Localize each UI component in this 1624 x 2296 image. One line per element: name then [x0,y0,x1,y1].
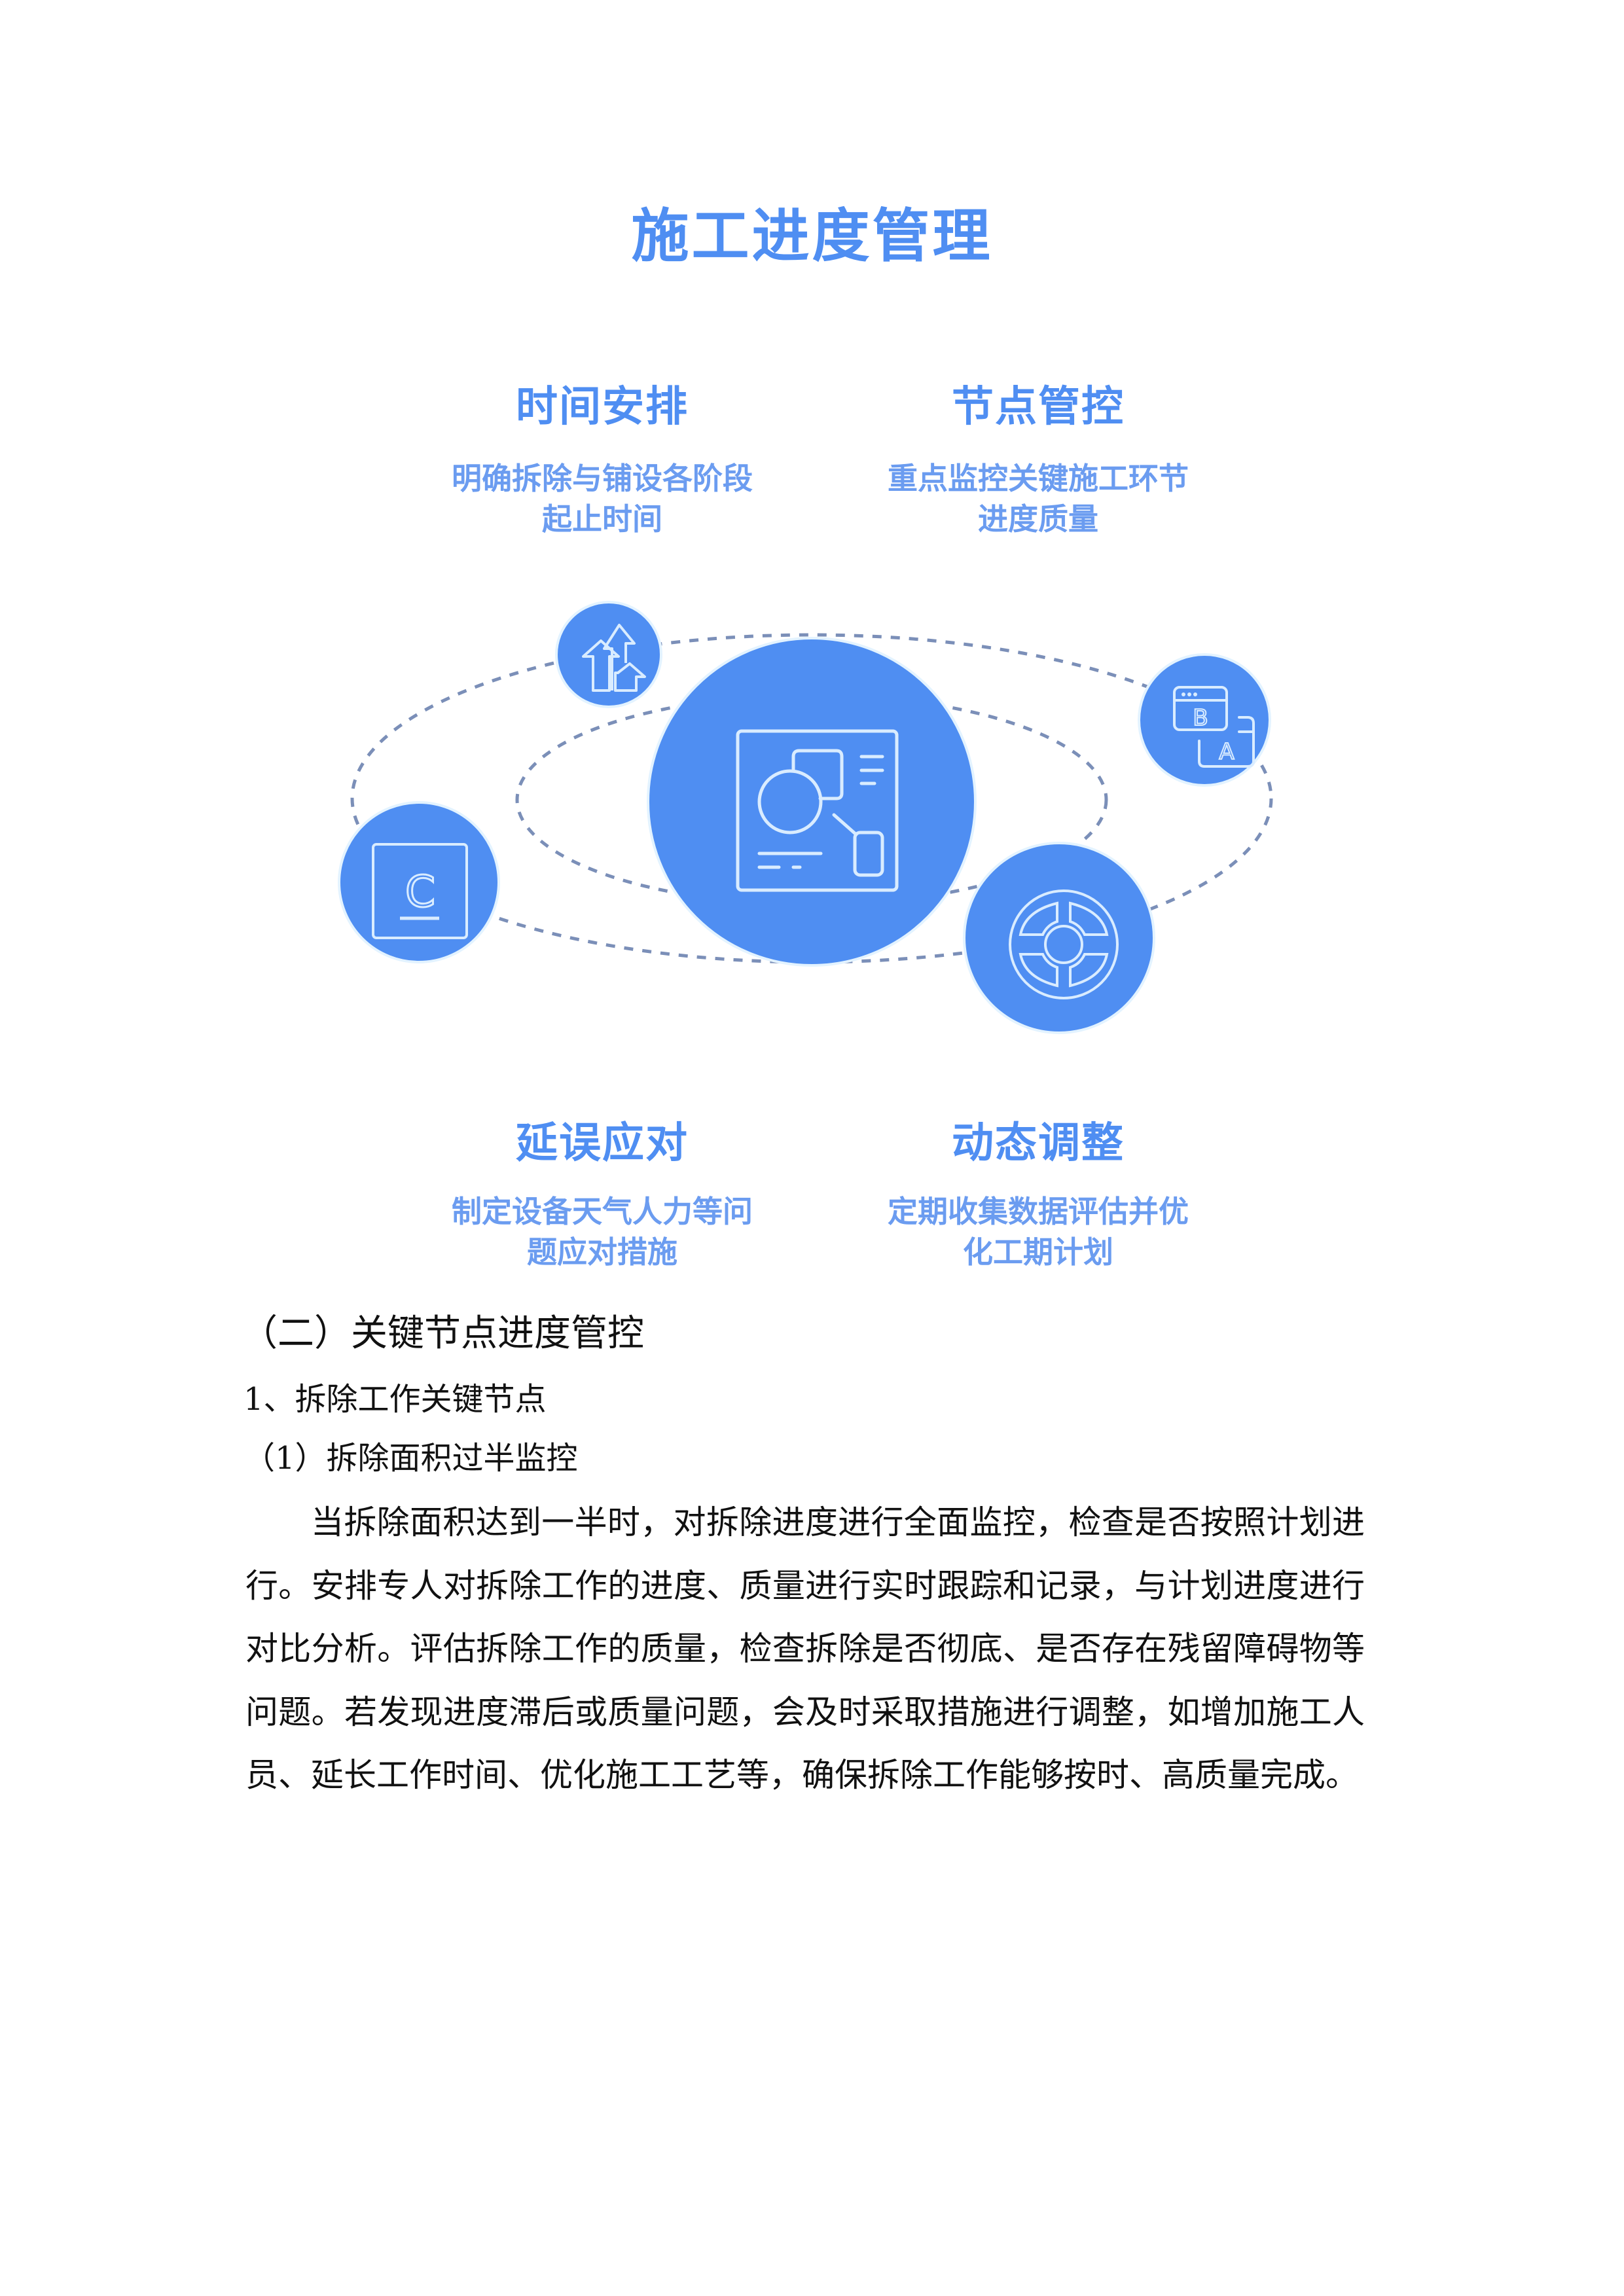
c-key-icon: C [338,801,500,963]
item-heading: （1）拆除面积过半监控 [244,1440,578,1477]
growth-arrows-icon [555,601,662,708]
desc-line: 化工期计划 [963,1234,1113,1270]
infographic-title: 施工进度管理 [631,202,993,270]
section-heading: （二）关键节点进度管控 [241,1312,644,1355]
section-heading-dynamic-adjust: 动态调整 [952,1119,1125,1168]
icon-letter-a: A [1219,739,1234,765]
desc-line: 题应对措施 [527,1234,677,1270]
section-desc-dynamic-adjust: 定期收集数据评估并优 化工期计划 [809,1191,1267,1272]
section-heading-schedule: 时间安排 [516,383,689,431]
b-to-a-windows-icon: B A [1138,653,1271,787]
icon-letter-b: B [1193,705,1208,731]
section-heading-delay-response: 延误应对 [516,1119,689,1168]
section-desc-delay-response: 制定设备天气人力等问 题应对措施 [373,1191,831,1272]
section-desc-schedule: 明确拆除与铺设各阶段 起止时间 [373,458,831,539]
diagram-board-icon [647,637,977,967]
desc-line: 起止时间 [542,501,662,537]
icon-letter-c: C [405,867,435,917]
section-desc-node-control: 重点监控关键施工环节 进度质量 [809,458,1267,539]
wheel-icon [963,842,1155,1034]
desc-line: 重点监控关键施工环节 [888,461,1189,496]
desc-line: 制定设备天气人力等问 [452,1194,753,1229]
desc-line: 明确拆除与铺设各阶段 [452,461,753,496]
body-paragraph: 当拆除面积达到一半时，对拆除进度进行全面监控，检查是否按照计划进行。安排专人对拆… [245,1503,1365,1794]
subsection-heading: 1、拆除工作关键节点 [244,1381,547,1418]
desc-line: 定期收集数据评估并优 [888,1194,1189,1229]
desc-line: 进度质量 [978,501,1098,537]
section-heading-node-control: 节点管控 [952,383,1125,431]
